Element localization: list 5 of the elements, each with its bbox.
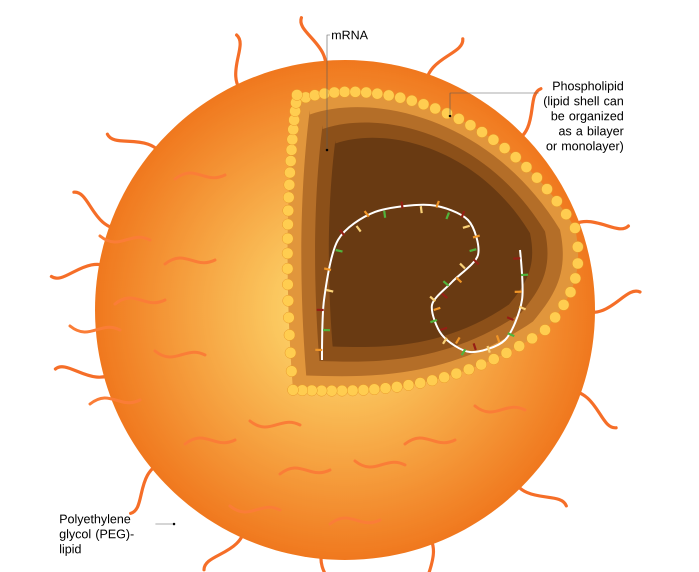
label-text: Phospholipid (lipid shell can be organized as a bilayer or monolayer) — [544, 81, 624, 153]
leader-line — [450, 92, 539, 115]
label-text: mRNA — [332, 30, 368, 40]
leader-line — [326, 34, 330, 149]
label-text: Polyethylene glycol (PEG)-lipid — [60, 514, 134, 556]
